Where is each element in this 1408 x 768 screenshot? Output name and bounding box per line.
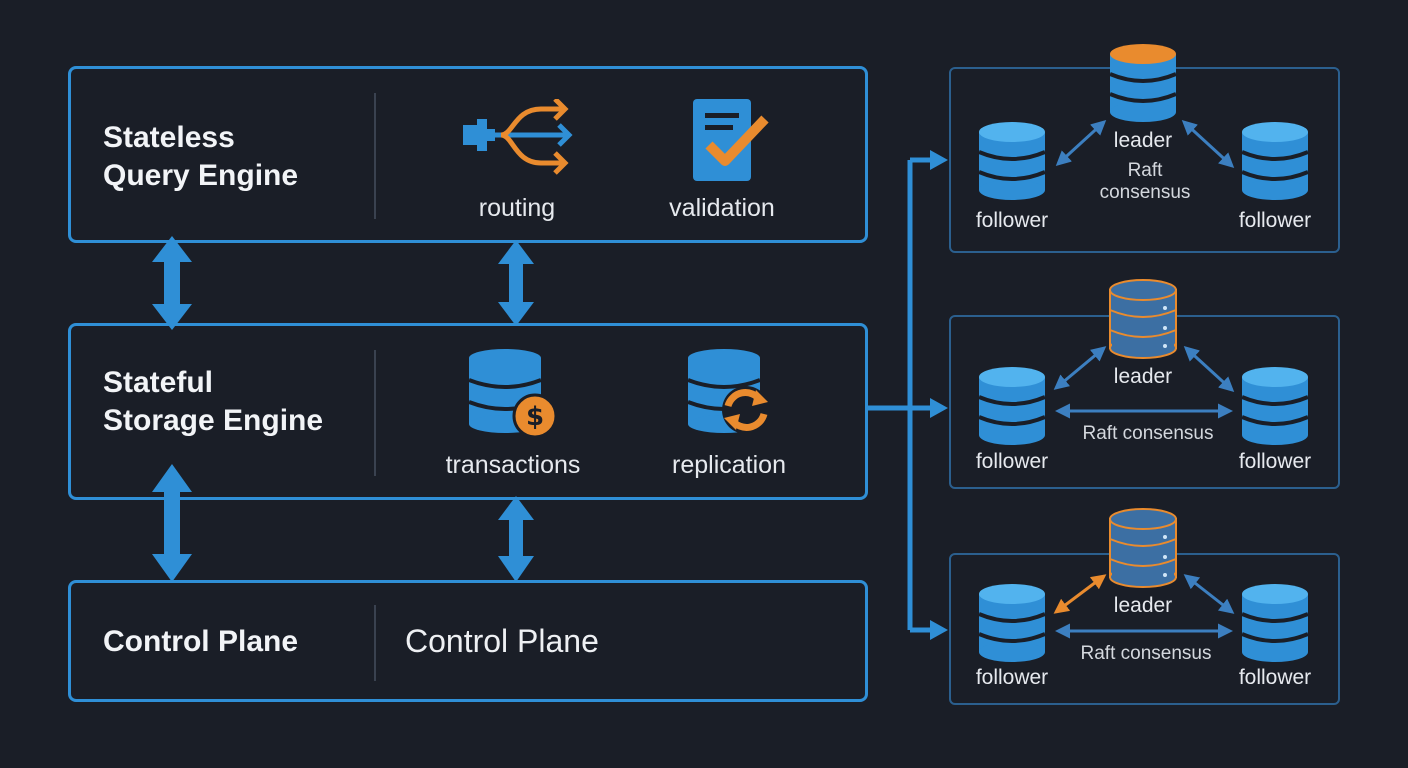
follower-label: follower [1238,209,1312,232]
leader-database-icon [1109,508,1177,588]
query-engine-layer: Stateless Query Engine routing validatio… [68,66,868,243]
storage-engine-title-line2: Storage Engine [103,404,324,437]
database-dollar-icon: $ [468,349,558,439]
leader-label: leader [1113,129,1173,152]
storage-to-clusters-connector [868,157,932,633]
cluster-1-pointer [930,150,948,170]
query-storage-arrow-right [498,240,534,326]
follower-database-icon [1240,365,1310,447]
leader-label: leader [1113,365,1173,388]
cluster-3-nodes [977,508,1310,664]
database-sync-icon [687,349,770,434]
storage-engine-title: Stateful Storage Engine [103,364,323,440]
cluster-2-pointer [930,398,948,418]
leader-follower-link [1183,574,1235,614]
routing-icon [463,99,573,175]
raft-consensus-label: Raft consensus [1080,643,1212,664]
storage-engine-layer: Stateful Storage Engine $ transactions r… [68,323,868,500]
replication-label: replication [672,451,786,479]
follower-label: follower [1238,450,1312,473]
storage-control-arrow-right [498,496,534,582]
svg-text:$: $ [526,402,544,432]
query-engine-title-line1: Stateless [103,121,235,154]
cluster-2-nodes [977,279,1310,447]
storage-engine-title-line1: Stateful [103,366,214,399]
follower-database-icon [1240,120,1310,202]
follower-label: follower [1238,666,1312,689]
follower-label: follower [975,666,1049,689]
leader-label: leader [1113,594,1173,617]
leader-follower-link [1183,345,1235,393]
transactions-label: transactions [445,451,581,479]
validation-checklist-icon [693,99,769,181]
raft-consensus-label: Raft consensus [1082,423,1214,444]
query-storage-arrow-left [152,236,192,330]
routing-label: routing [478,194,556,222]
leader-follower-link-active [1053,574,1107,614]
leader-follower-link [1181,119,1235,169]
follower-database-icon [977,120,1047,202]
layer-divider [374,93,376,219]
raft-consensus-label: Raft consensus [1099,160,1191,203]
query-engine-title: Stateless Query Engine [103,119,298,195]
leader-database-icon [1108,42,1178,124]
control-plane-layer: Control Plane Control Plane [68,580,868,702]
follower-database-icon [1240,582,1310,664]
cluster-1-nodes [977,42,1310,202]
leader-database-icon [1109,279,1177,359]
follower-label: follower [975,450,1049,473]
follower-database-icon [977,365,1047,447]
follower-label: follower [975,209,1049,232]
layer-divider [374,605,376,681]
validation-label: validation [669,194,775,222]
follower-database-icon [977,582,1047,664]
control-plane-content: Control Plane [405,623,599,659]
control-plane-title: Control Plane [103,625,299,658]
cluster-3-pointer [930,620,948,640]
layer-divider [374,350,376,476]
query-engine-title-line2: Query Engine [103,159,299,192]
storage-control-arrow-left [152,464,192,582]
leader-follower-link [1055,119,1107,167]
leader-follower-link [1053,346,1107,390]
